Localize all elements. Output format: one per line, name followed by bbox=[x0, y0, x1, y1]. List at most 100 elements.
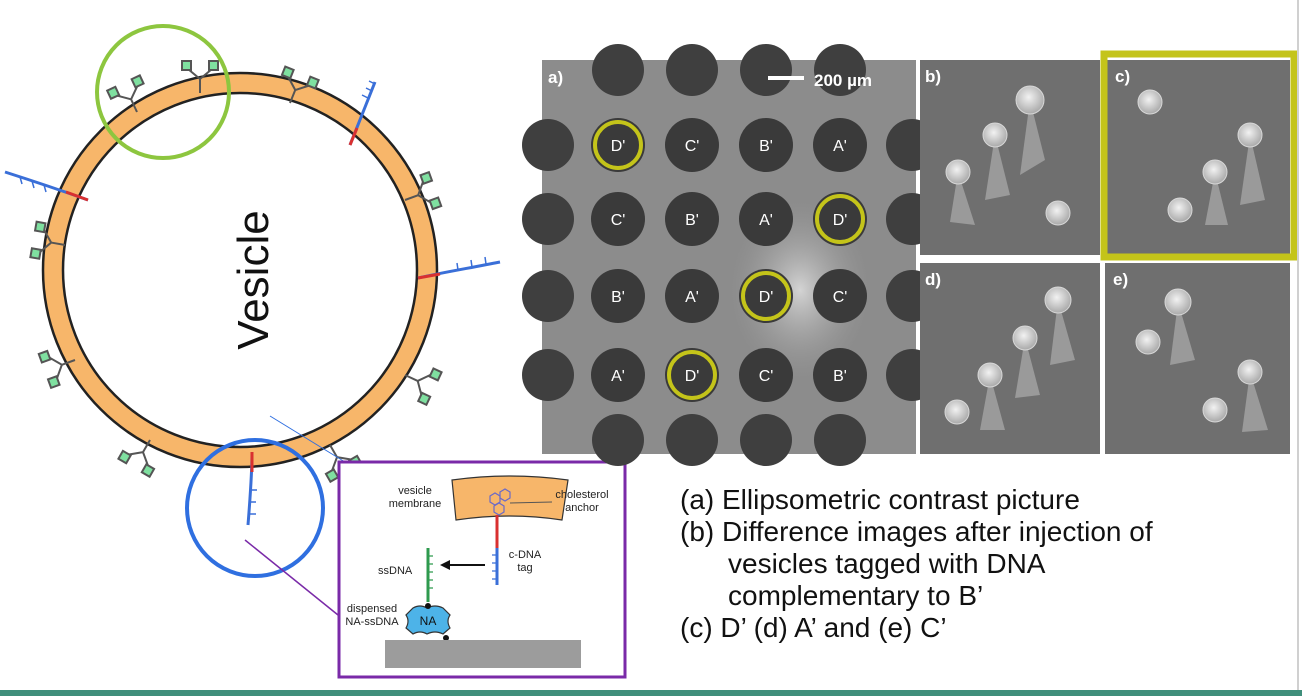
spot-partial bbox=[522, 193, 574, 245]
zoom-connector-line bbox=[244, 539, 339, 616]
caption-line-cde: (c) D’ (d) A’ and (e) C’ bbox=[680, 612, 947, 643]
caption-line-b-cont: vesicles tagged with DNA bbox=[728, 548, 1046, 579]
spot-partial bbox=[522, 119, 574, 171]
spot-label: C' bbox=[759, 368, 774, 385]
dna-tag-icon bbox=[4, 170, 89, 202]
arrow-head-icon bbox=[440, 560, 450, 570]
panel-c-label: c) bbox=[1115, 67, 1130, 86]
spot-partial bbox=[814, 414, 866, 466]
slide-footer-bar bbox=[0, 690, 1302, 696]
figure-caption: (a) Ellipsometric contrast picture (b) D… bbox=[680, 484, 1280, 644]
spot-label: C' bbox=[685, 138, 700, 155]
dispensed-label-line1: dispensed bbox=[347, 603, 397, 615]
spot bbox=[665, 348, 719, 402]
receptor-icon bbox=[404, 170, 443, 211]
highlighted-spot-ring bbox=[667, 350, 717, 400]
panel-d-label: d) bbox=[925, 270, 941, 289]
spot-partial bbox=[666, 414, 718, 466]
spot bbox=[739, 192, 793, 246]
highlighted-spot-ring bbox=[741, 271, 791, 321]
receptor-group bbox=[29, 60, 443, 484]
spot-label: D' bbox=[759, 289, 774, 306]
panel-c-image: c) bbox=[1100, 50, 1298, 261]
scale-bar-label: 200 µm bbox=[814, 71, 872, 90]
panel-a-image: D'C'B'A'C'B'A'D'B'A'D'C'A'D'C'B' a) 200 … bbox=[522, 44, 938, 466]
panel-d-image: d) bbox=[920, 263, 1100, 454]
spot bbox=[591, 118, 645, 172]
panel-e-label: e) bbox=[1113, 270, 1128, 289]
spot bbox=[813, 269, 867, 323]
spot-partial bbox=[666, 44, 718, 96]
dna-tag-icon bbox=[246, 451, 257, 526]
spot-label: B' bbox=[759, 138, 773, 155]
panel-c-highlight-frame bbox=[1100, 50, 1298, 261]
membrane-label-line1: vesicle bbox=[398, 485, 432, 497]
panel-b-label: b) bbox=[925, 67, 941, 86]
ssdna-label: ssDNA bbox=[378, 565, 413, 577]
cell-cluster bbox=[945, 85, 1071, 226]
spot bbox=[665, 118, 719, 172]
spot bbox=[665, 269, 719, 323]
spot-partial bbox=[522, 270, 574, 322]
cholesterol-label-line1: cholesterol bbox=[555, 489, 608, 501]
caption-line-b: (b) Difference images after injection of bbox=[680, 516, 1153, 547]
spot bbox=[665, 192, 719, 246]
receptor-icon bbox=[404, 367, 443, 407]
spot bbox=[591, 269, 645, 323]
inset-diagram: vesicle membrane cholesterol anchor c-DN… bbox=[337, 460, 627, 679]
spot-label: B' bbox=[611, 289, 625, 306]
spot-partial bbox=[592, 414, 644, 466]
dna-tag-icon bbox=[417, 256, 501, 280]
na-label: NA bbox=[420, 614, 437, 628]
spot-partial bbox=[592, 44, 644, 96]
receptor-icon bbox=[181, 60, 219, 93]
spot-label: A' bbox=[833, 138, 847, 155]
cell-cluster bbox=[1137, 89, 1265, 225]
dispensed-label-line2: NA-ssDNA bbox=[345, 616, 399, 628]
spot-grid: D'C'B'A'C'B'A'D'B'A'D'C'A'D'C'B' bbox=[522, 44, 938, 466]
ssdna-strand-icon bbox=[426, 548, 433, 602]
spot bbox=[813, 348, 867, 402]
highlighted-spot-ring bbox=[593, 120, 643, 170]
cell-cluster bbox=[1135, 288, 1268, 432]
spot bbox=[813, 118, 867, 172]
spot bbox=[813, 192, 867, 246]
cdna-label-line2: tag bbox=[517, 562, 532, 574]
spot bbox=[739, 118, 793, 172]
spot-partial bbox=[740, 414, 792, 466]
spot-label: D' bbox=[685, 368, 700, 385]
vesicle-membrane-inner-edge bbox=[61, 91, 419, 449]
spot bbox=[739, 269, 793, 323]
receptor-icon bbox=[29, 220, 66, 260]
panel-e-image: e) bbox=[1105, 263, 1290, 454]
cholesterol-label-line2: anchor bbox=[565, 502, 599, 514]
spot-label: A' bbox=[685, 289, 699, 306]
zoom-connector-line bbox=[269, 415, 346, 463]
vesicle-membrane-outer-edge bbox=[41, 71, 439, 469]
na-block-icon bbox=[405, 603, 451, 641]
highlighted-spot-ring bbox=[815, 194, 865, 244]
cholesterol-anchor-icon bbox=[489, 488, 511, 516]
spot-label: C' bbox=[611, 212, 626, 229]
substrate-surface bbox=[385, 640, 581, 668]
cdna-label-line1: c-DNA bbox=[509, 549, 542, 561]
spot-partial bbox=[814, 44, 866, 96]
receptor-icon bbox=[117, 439, 156, 479]
cell-cluster bbox=[944, 286, 1075, 430]
spot-partial bbox=[740, 44, 792, 96]
spot-label: D' bbox=[611, 138, 626, 155]
dna-tag-group bbox=[4, 80, 501, 526]
membrane-label-line2: membrane bbox=[389, 498, 442, 510]
spot-label: A' bbox=[611, 368, 625, 385]
receptor-icon bbox=[105, 74, 145, 113]
spot-label: C' bbox=[833, 289, 848, 306]
panel-a-label: a) bbox=[548, 68, 563, 87]
caption-line-a: (a) Ellipsometric contrast picture bbox=[680, 484, 1080, 515]
slide-right-edge bbox=[1297, 0, 1299, 690]
spot bbox=[739, 348, 793, 402]
spot bbox=[591, 348, 645, 402]
vesicle-diagram: Vesicle bbox=[41, 71, 439, 469]
spot-partial bbox=[522, 349, 574, 401]
green-highlight-circle bbox=[95, 24, 231, 160]
